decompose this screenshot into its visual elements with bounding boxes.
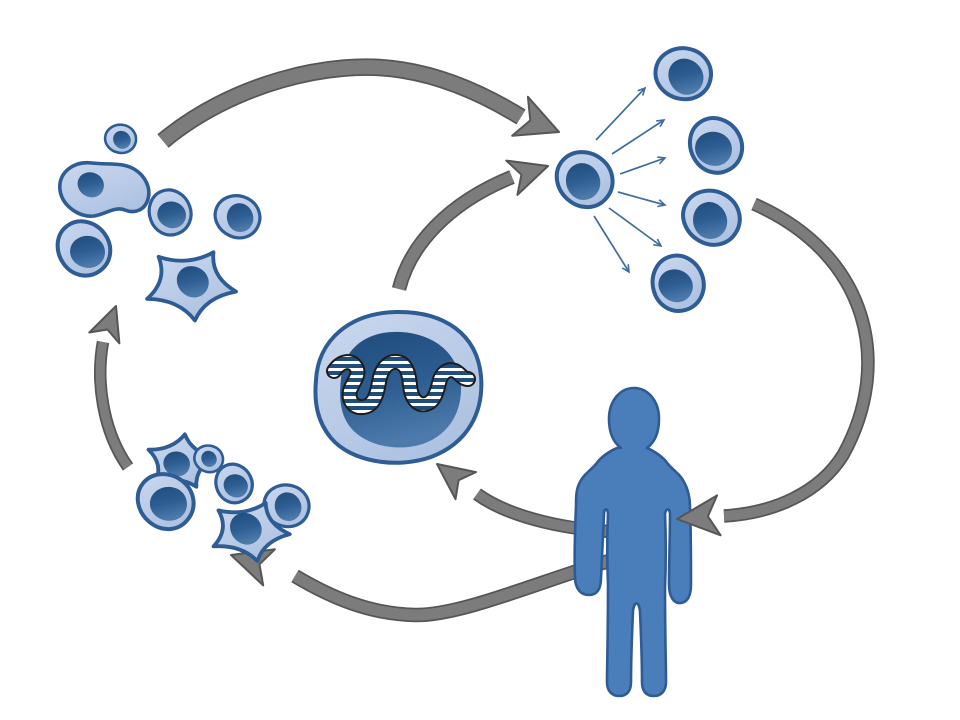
cell-nucleus: [157, 201, 186, 229]
cell-nucleus: [223, 474, 248, 498]
arrow-reprogrammed-cell-to-dividing-cell-shaft: [391, 170, 515, 291]
proliferation-arrow: [595, 86, 647, 141]
proliferation-arrow: [608, 207, 663, 248]
cell-nucleus: [113, 130, 131, 149]
cell-nucleus: [176, 266, 209, 298]
cell-nucleus: [693, 202, 728, 239]
cell-nucleus: [77, 172, 104, 198]
arrow-reprogrammed-cell-to-dividing-cell-head: [505, 159, 549, 196]
cell-nucleus: [565, 163, 601, 200]
arrow-cells-to-dividing-cell: [157, 58, 560, 148]
cell-nucleus: [70, 235, 105, 268]
arrow-cells-to-dividing-cell-head: [511, 95, 560, 137]
proliferation-arrows: [593, 86, 667, 274]
reprogrammed-cell-nucleus: [340, 331, 462, 448]
diagram-root: [55, 46, 875, 698]
patient-figure: [573, 386, 693, 698]
arrow-reprogrammed-cell-to-dividing-cell: [391, 159, 549, 291]
dna-ribbon: [328, 355, 474, 414]
somatic-cells-top-left: [55, 123, 262, 323]
arrow-person-to-reprogrammed-cell: [436, 463, 626, 539]
arrow-daughter-cells-to-person-shaft: [723, 197, 875, 523]
cell-nucleus: [230, 512, 262, 545]
arrow-person-to-reprogrammed-cell-head: [436, 463, 477, 501]
human-silhouette: [573, 386, 693, 698]
cell-colony-bottom-left: [135, 432, 311, 563]
dividing-cell: [554, 150, 615, 210]
arrow-daughter-cells-to-person: [676, 197, 875, 537]
arrow-daughter-cells-to-person-head: [676, 494, 722, 537]
amoeboid-cell: [58, 161, 151, 218]
cell-nucleus: [201, 450, 217, 467]
cell-nucleus: [695, 131, 732, 166]
cell-nucleus: [274, 492, 302, 521]
cell-nucleus: [668, 58, 704, 95]
daughter-cells: [650, 46, 745, 313]
cell-nucleus: [163, 451, 190, 477]
proliferation-arrow: [611, 119, 666, 155]
arrow-colony-to-cells: [88, 305, 134, 471]
arrow-colony-to-cells-head: [88, 305, 121, 345]
reprogrammed-cell-with-dna: [313, 309, 484, 465]
proliferation-arrow: [619, 156, 667, 175]
cell-nucleus: [658, 269, 693, 303]
proliferation-arrow: [593, 215, 630, 274]
cell-nucleus: [149, 486, 187, 521]
cell-nucleus: [226, 203, 254, 232]
proliferation-arrow: [617, 191, 667, 208]
